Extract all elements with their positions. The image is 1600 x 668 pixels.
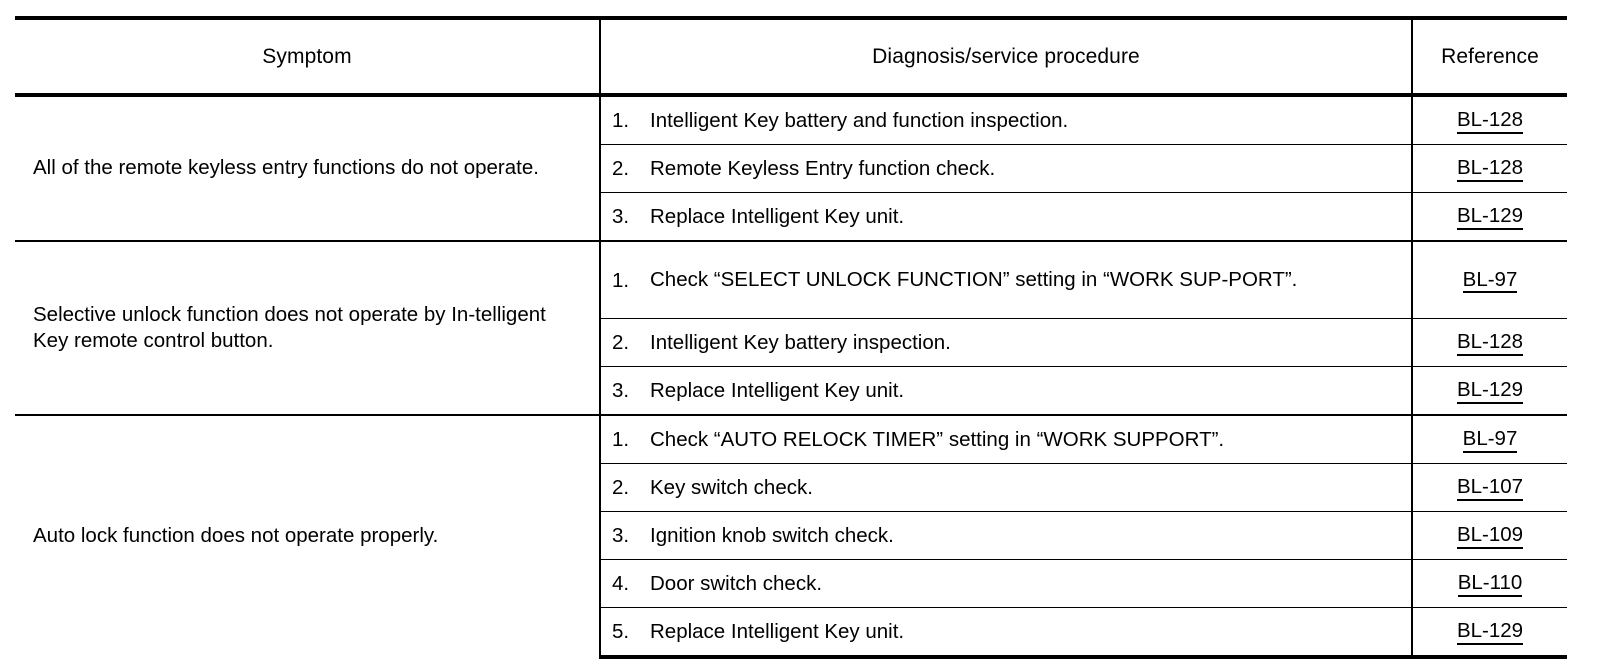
table-row: 3. Ignition knob switch check. BL-109 xyxy=(15,511,1568,560)
column-header-symptom: Symptom xyxy=(15,16,601,97)
table-row: Selective unlock function does not opera… xyxy=(15,240,1568,415)
step-number: 3. xyxy=(600,511,646,560)
step-number: 2. xyxy=(600,318,646,367)
procedure-text: Replace Intelligent Key unit. xyxy=(646,366,1413,415)
procedure-text: Check “AUTO RELOCK TIMER” setting in “WO… xyxy=(646,414,1413,464)
table-row: 3. Replace Intelligent Key unit. BL-129 xyxy=(15,366,1568,415)
procedure-text: Intelligent Key battery inspection. xyxy=(646,318,1413,367)
reference-cell: BL-107 xyxy=(1411,463,1568,512)
step-number: 2. xyxy=(600,463,646,512)
reference-cell: BL-97 xyxy=(1411,240,1568,319)
step-number: 5. xyxy=(600,607,646,659)
table-row: 5. Replace Intelligent Key unit. BL-129 xyxy=(15,607,1568,659)
procedure-text: Replace Intelligent Key unit. xyxy=(646,607,1413,659)
table-header: Symptom Diagnosis/service procedure Refe… xyxy=(15,16,1568,97)
reference-link[interactable]: BL-97 xyxy=(1462,268,1518,294)
reference-cell: BL-109 xyxy=(1411,511,1568,560)
procedure-text: Remote Keyless Entry function check. xyxy=(646,144,1413,193)
table-row: 3. Replace Intelligent Key unit. BL-129 xyxy=(15,192,1568,241)
table-row: 2. Intelligent Key battery inspection. B… xyxy=(15,318,1568,367)
reference-cell: BL-128 xyxy=(1411,318,1568,367)
reference-link[interactable]: BL-97 xyxy=(1462,427,1518,453)
symptom-diagnosis-table: Symptom Diagnosis/service procedure Refe… xyxy=(15,16,1568,659)
symptom-cell: All of the remote keyless entry function… xyxy=(15,94,601,241)
procedure-text: Key switch check. xyxy=(646,463,1413,512)
procedure-text: Intelligent Key battery and function ins… xyxy=(650,108,1069,132)
step-number: 2. xyxy=(600,144,646,193)
reference-link[interactable]: BL-128 xyxy=(1456,330,1524,356)
procedure-text: Ignition knob switch check. xyxy=(646,511,1413,560)
reference-link[interactable]: BL-110 xyxy=(1457,571,1523,597)
reference-cell: BL-129 xyxy=(1411,607,1568,659)
reference-link[interactable]: BL-107 xyxy=(1456,475,1524,501)
table-row: 4. Door switch check. BL-110 xyxy=(15,559,1568,608)
reference-cell: BL-97 xyxy=(1411,414,1568,464)
procedure-text: Replace Intelligent Key unit. xyxy=(646,192,1413,241)
table-row: 2. Remote Keyless Entry function check. … xyxy=(15,144,1568,193)
reference-cell: BL-129 xyxy=(1411,366,1568,415)
reference-link[interactable]: BL-129 xyxy=(1456,204,1524,230)
reference-link[interactable]: BL-128 xyxy=(1456,156,1524,182)
reference-link[interactable]: BL-128 xyxy=(1456,108,1524,134)
procedure-text: Check “SELECT UNLOCK FUNCTION” setting i… xyxy=(646,240,1413,319)
step-number: 3. xyxy=(600,192,646,241)
table-header-row: Symptom Diagnosis/service procedure Refe… xyxy=(15,16,1568,97)
procedure-text: Door switch check. xyxy=(646,559,1413,608)
symptom-cell: Auto lock function does not operate prop… xyxy=(15,414,601,657)
step-number: 1. xyxy=(600,414,646,464)
column-header-reference: Reference xyxy=(1411,16,1568,97)
step-number: 4. xyxy=(600,559,646,608)
symptom-cell: Selective unlock function does not opera… xyxy=(15,240,601,415)
reference-cell: BL-110 xyxy=(1411,559,1568,608)
reference-cell: BL-128 xyxy=(1411,144,1568,193)
step-number: 1. xyxy=(600,240,646,319)
table-row: Auto lock function does not operate prop… xyxy=(15,414,1568,657)
reference-link[interactable]: BL-129 xyxy=(1456,619,1524,645)
reference-cell: BL-128 xyxy=(1411,95,1568,145)
step-number: 1. xyxy=(612,109,630,132)
column-header-procedure: Diagnosis/service procedure xyxy=(600,16,1413,97)
table-row: All of the remote keyless entry function… xyxy=(15,94,1568,241)
table-body: All of the remote keyless entry function… xyxy=(15,94,1568,659)
reference-link[interactable]: BL-109 xyxy=(1456,523,1524,549)
table-row: 2. Key switch check. BL-107 xyxy=(15,463,1568,512)
reference-link[interactable]: BL-129 xyxy=(1456,378,1524,404)
reference-cell: BL-129 xyxy=(1411,192,1568,241)
step-number: 3. xyxy=(600,366,646,415)
